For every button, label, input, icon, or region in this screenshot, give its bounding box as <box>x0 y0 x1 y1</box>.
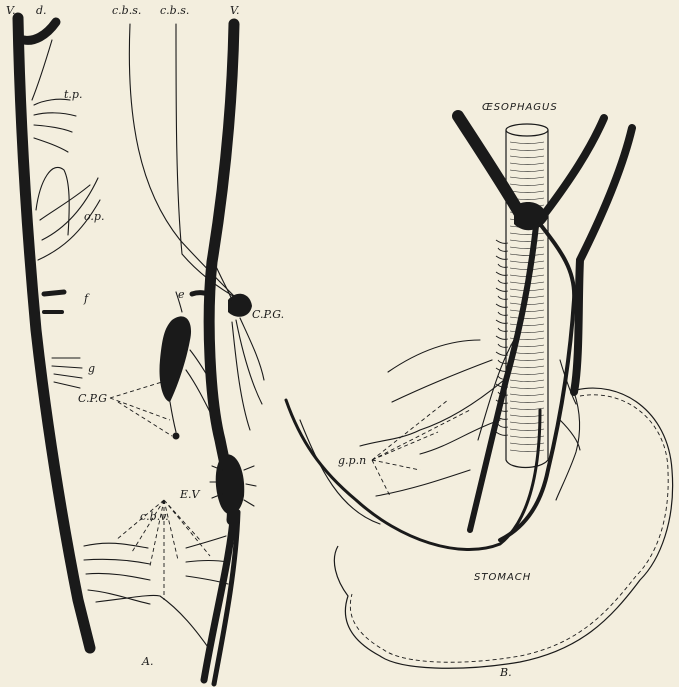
f-branch <box>44 292 64 294</box>
panel-b: ŒSOPHAGUS g.p.n STOMACH B. <box>286 102 673 679</box>
label-stomach: STOMACH <box>474 572 531 583</box>
e-branch <box>192 293 212 296</box>
label-gpn: g.p.n <box>338 454 366 467</box>
label-e: e <box>178 288 185 301</box>
right-vagus-nerve <box>209 24 234 520</box>
label-oesophagus: ŒSOPHAGUS <box>482 102 558 113</box>
label-d: d. <box>36 4 47 17</box>
cpg-ganglion-right <box>228 294 252 317</box>
label-tp: t.p. <box>64 88 82 101</box>
label-cbs-2: c.b.s. <box>160 4 189 17</box>
label-cpg-left: C.P.G <box>78 392 107 405</box>
vagus-b-far-right <box>574 128 632 392</box>
label-v-right: V. <box>230 4 240 17</box>
label-g: g <box>88 362 95 375</box>
cbv-branches <box>84 536 228 650</box>
ev-ganglion <box>216 454 245 514</box>
label-f: f <box>83 292 90 305</box>
label-ev: E.V <box>179 488 201 501</box>
panel-a-caption: A. <box>141 655 153 668</box>
d-branch-descending <box>32 40 52 100</box>
tp-branches <box>34 99 76 152</box>
label-cbv: c.b.v. <box>140 510 169 523</box>
g-branches <box>52 358 82 388</box>
label-cpg-right: C.P.G. <box>252 308 284 321</box>
cpg-ganglion-left <box>159 316 191 402</box>
label-v-left: V. <box>6 4 16 17</box>
panel-a: V. d. c.b.s. c.b.s. V. t.p. o.p. f e C.P… <box>6 4 284 684</box>
vagus-b-right <box>546 118 604 212</box>
label-cbs-1: c.b.s. <box>112 4 141 17</box>
stomach-outline <box>334 388 672 668</box>
panel-b-caption: B. <box>499 666 512 679</box>
label-op: o.p. <box>84 210 104 223</box>
d-branch <box>24 22 56 40</box>
lesser-curvature-nerve <box>286 400 540 550</box>
